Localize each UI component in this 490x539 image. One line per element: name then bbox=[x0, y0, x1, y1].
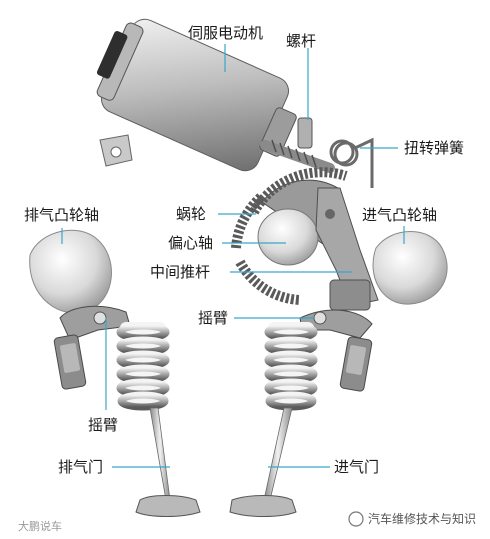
exhaust-valve bbox=[135, 407, 201, 517]
label-rocker-arm-left: 摇臂 bbox=[88, 416, 118, 434]
watermark-left-text: 大鹏说车 bbox=[18, 519, 62, 533]
leader-lines bbox=[61, 44, 405, 468]
label-torsion-spring: 扭转弹簧 bbox=[404, 139, 464, 157]
eccentric-shaft bbox=[257, 208, 319, 266]
valve-spring-left bbox=[116, 322, 170, 411]
exhaust-camshaft bbox=[29, 229, 112, 314]
watermark-right: 汽车维修技术与知识 bbox=[348, 511, 476, 527]
intermediate-pushrod bbox=[315, 187, 379, 311]
watermark-left: 大鹏说车 bbox=[18, 519, 62, 533]
valve-spring-right bbox=[264, 322, 318, 411]
hydraulic-lifter-left bbox=[53, 334, 87, 390]
label-intake-valve: 进气门 bbox=[334, 458, 379, 476]
label-worm-gear: 蜗轮 bbox=[176, 205, 206, 223]
wechat-icon bbox=[348, 511, 364, 527]
label-screw-rod: 螺杆 bbox=[286, 32, 316, 50]
intake-valve bbox=[229, 407, 297, 517]
screw-rod bbox=[260, 117, 335, 173]
label-intake-camshaft: 进气凸轮轴 bbox=[362, 206, 437, 224]
hydraulic-lifter-right bbox=[339, 336, 373, 392]
label-exhaust-valve: 排气门 bbox=[58, 458, 103, 476]
watermark-right-text: 汽车维修技术与知识 bbox=[368, 511, 476, 526]
label-rocker-arm-right: 摇臂 bbox=[198, 309, 228, 327]
servo-motor bbox=[96, 18, 297, 172]
torsion-spring bbox=[329, 137, 374, 188]
label-intermediate-pushrod: 中间推杆 bbox=[150, 263, 210, 281]
rocker-arm-left bbox=[59, 305, 131, 341]
label-exhaust-camshaft: 排气凸轮轴 bbox=[24, 206, 99, 224]
label-servo-motor: 伺服电动机 bbox=[188, 24, 263, 42]
label-eccentric-shaft: 偏心轴 bbox=[168, 234, 213, 252]
intake-camshaft bbox=[372, 231, 448, 305]
